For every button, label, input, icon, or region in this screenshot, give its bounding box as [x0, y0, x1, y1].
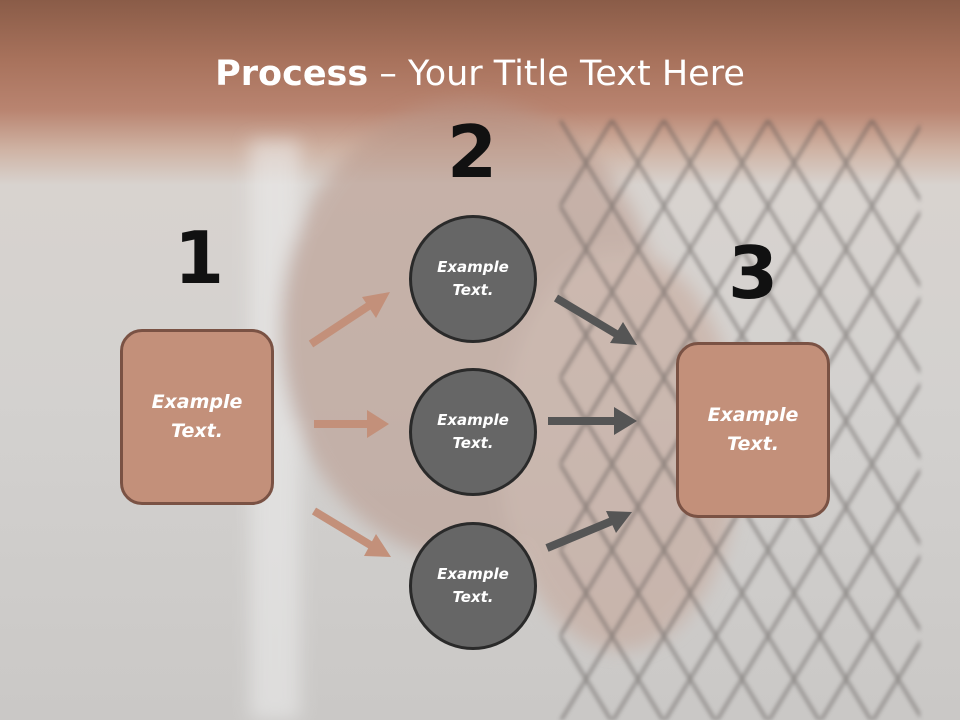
- circle-bottom-text: Example Text.: [437, 565, 509, 606]
- right-box: Example Text.: [676, 342, 830, 518]
- title-rest: – Your Title Text Here: [368, 54, 745, 94]
- step-number-2: 2: [446, 110, 498, 194]
- slide-title: Process – Your Title Text Here: [0, 52, 960, 96]
- arrow-right-up: [545, 511, 632, 552]
- arrow-right-down: [553, 294, 637, 345]
- left-box-text: Example Text.: [151, 391, 243, 442]
- title-bold: Process: [215, 54, 369, 94]
- circle-middle: Example Text.: [409, 368, 537, 496]
- arrow-right-middle: [548, 407, 637, 435]
- circle-bottom: Example Text.: [409, 522, 537, 650]
- circle-top-text: Example Text.: [437, 258, 509, 299]
- step-number-1: 1: [173, 216, 225, 300]
- step-number-3: 3: [727, 231, 779, 315]
- arrow-left-down: [311, 507, 391, 557]
- left-box: Example Text.: [120, 329, 274, 505]
- circle-top: Example Text.: [409, 215, 537, 343]
- right-box-text: Example Text.: [707, 404, 799, 455]
- arrow-left-up: [308, 292, 390, 348]
- arrow-left-middle: [314, 410, 389, 438]
- circle-middle-text: Example Text.: [437, 411, 509, 452]
